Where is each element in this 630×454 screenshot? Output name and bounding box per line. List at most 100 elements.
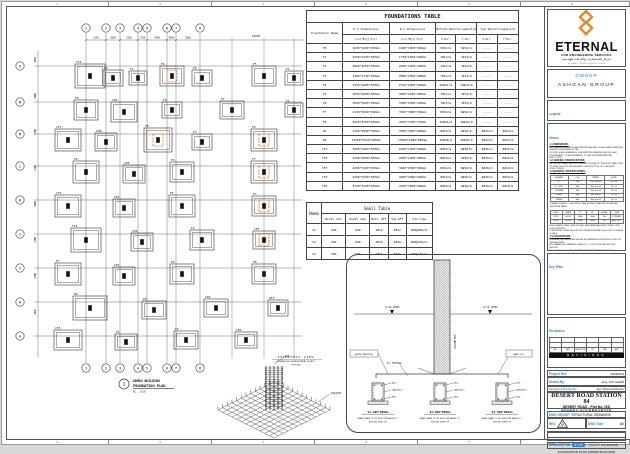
table-cell: 7#12/m	[435, 88, 457, 100]
svg-text:2400: 2400	[154, 37, 160, 40]
table-cell: 10#18/m	[455, 134, 478, 146]
table-cell: -----	[496, 52, 520, 63]
note-line: 1.2 GENERAL SPECIFICATIONS:	[549, 160, 586, 163]
svg-text:CF2: CF2	[76, 60, 82, 64]
note-line: 1.3 MATERIAL SPECIFICATIONS:	[549, 171, 586, 174]
table-cell: 8#12/m	[476, 134, 498, 146]
svg-text:H: H	[19, 299, 22, 304]
dwg-group-value: STRUCTURAL DRAWINGS	[571, 412, 612, 417]
table-header-cell: L(x)*B(y)*h(z)	[388, 34, 437, 44]
table-cell: 1#8@200/m'	[405, 223, 434, 236]
ruler-segment: 4	[315, 440, 418, 444]
table-header-cell: Small Table	[321, 202, 433, 214]
table-cell: 3600*2500*400mm	[388, 162, 437, 173]
table-cell: F3	[305, 70, 344, 81]
svg-text:GRADE BEAMS TO BE EXECUTED ABO: GRADE BEAMS TO BE EXECUTED ABOVE P.C	[358, 417, 399, 420]
svg-text:1#8@140/m': 1#8@140/m'	[454, 389, 466, 391]
table-cell: -----	[476, 42, 498, 54]
table-cell: 4350*3700*750mm	[388, 116, 437, 127]
note-line: DO NOT SCALE DRAWINGS, USE WRITTEN DIMEN…	[549, 151, 618, 160]
table-cell: 8#16/m	[496, 125, 520, 136]
table-cell: F6	[305, 98, 344, 109]
table-cell: 40/60	[561, 218, 575, 225]
table-header-cell: Bottom Reinforcement/m	[435, 22, 478, 35]
svg-text:5: 5	[146, 365, 148, 370]
table-cell: 3300*2300*400mm	[388, 98, 437, 109]
svg-text:FOOTING DIRECTLY: FOOTING DIRECTLY	[493, 422, 512, 424]
table-cell: DESCRIPTION	[573, 347, 587, 353]
table-header-cell: Y Dir.	[496, 34, 520, 44]
designed-by-value: Eng. Mohamed Eltantawy	[596, 387, 624, 391]
table-cell: NO.	[548, 347, 563, 353]
table-cell: 8#16/m	[455, 107, 478, 118]
svg-text:F8: F8	[145, 124, 149, 128]
svg-text:6: 6	[166, 365, 169, 370]
table-cell: 8#16/m	[496, 162, 520, 173]
table-cell: 7#12/m	[455, 61, 478, 72]
table-cell: 200	[321, 223, 347, 236]
table-cell: 7#12/m	[455, 52, 478, 63]
table-cell: 1#8@140/m'	[405, 235, 434, 248]
table-cell: -----	[476, 116, 498, 127]
svg-text:F2: F2	[193, 66, 197, 70]
svg-text:4#12: 4#12	[392, 396, 398, 398]
table-cell: 10#16/m	[435, 116, 457, 127]
table-cell: 10#12/m	[455, 79, 478, 90]
svg-text:CF4: CF4	[72, 224, 78, 228]
table-cell: 8#16/m	[435, 153, 457, 164]
table-header-cell: Width (mm)	[321, 213, 347, 224]
svg-text:3150: 3150	[93, 37, 99, 40]
title-block: ETERNAL FOR ENGINEERING SERVICES ايترنال…	[544, 6, 630, 454]
svg-text:WATER PROOFING: WATER PROOFING	[355, 353, 373, 356]
svg-text:FOOTING DIRECTLY: FOOTING DIRECTLY	[369, 422, 388, 424]
table-header-cell: R.C Dimensions	[388, 22, 437, 35]
table-cell: 3350*2800*300mm	[342, 79, 390, 90]
table-cell: 13650*5550*300mm	[342, 134, 390, 146]
table-cell: 8#16/m	[476, 171, 498, 182]
ruler-segment: 6	[571, 2, 573, 6]
note-line: CONCRETE COVER 50mm FOR FOUNDATIONS AND …	[549, 230, 624, 236]
svg-text:F8: F8	[253, 260, 257, 264]
svg-text:3050: 3050	[34, 309, 37, 315]
table-cell: F8	[305, 116, 344, 127]
table-cell: 3600*2900*300mm	[342, 98, 390, 109]
table-cell: 7#12/m	[455, 70, 478, 81]
table-cell: 8#16/m	[496, 153, 520, 164]
table-cell: 3000*2200*400mm	[388, 88, 437, 100]
project-ref-label: Project Ref.	[549, 371, 567, 376]
svg-text:M: M	[19, 131, 22, 136]
table-cell: -----	[496, 61, 520, 72]
table-cell: -----	[476, 79, 498, 90]
table-cell: F4	[305, 79, 344, 90]
drawing-no-row: DRAWING NO: ST-09 SCALE: AS SHOWN	[547, 441, 626, 449]
table-cell: -----	[476, 52, 498, 63]
notes-body: 1.1 DIMENSIONS:ALL DIMENSIONS ARE IN MIL…	[549, 144, 624, 250]
table-cell: 2600*1400*400mm	[388, 153, 437, 164]
legend-box: Legend:	[547, 100, 626, 121]
table-header-cell: Depth (mm)	[345, 213, 371, 224]
drawn-by-row: Drawn By: Eng. AYA SAEID	[547, 377, 626, 386]
svg-text:R2: R2	[74, 292, 78, 296]
table-header-cell: FOUNDATIONS TABLE	[306, 10, 519, 23]
table-cell: 600	[345, 235, 371, 248]
svg-text:F4: F4	[171, 158, 175, 162]
table-cell: 4700*4100*300mm	[342, 180, 390, 192]
table-cell: 8#16/m	[496, 180, 520, 192]
svg-text:N: N	[19, 99, 22, 104]
owner-box: OWNER ASHGAN GROUP	[547, 69, 626, 98]
table-cell: R1	[305, 125, 344, 136]
table-header-cell: X Dir.	[435, 34, 457, 44]
table-cell: 4150*3600*300mm	[342, 107, 390, 118]
svg-text:F7: F7	[221, 97, 225, 101]
svg-text:HARD FILL: HARD FILL	[513, 353, 525, 356]
table-cell: 3600*2900*400mm	[388, 171, 437, 182]
